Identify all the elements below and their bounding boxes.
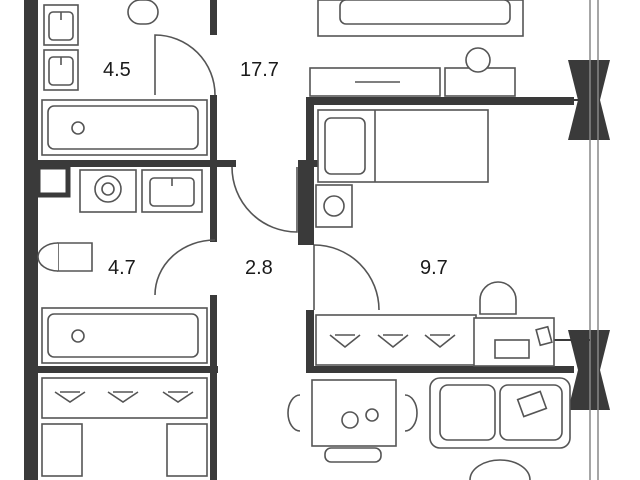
wardrobe-icon xyxy=(41,377,208,477)
area-bathroom-bottom: 4.7 xyxy=(108,257,136,279)
bathtub-icon xyxy=(41,307,208,364)
sink-icon xyxy=(141,169,203,213)
doors xyxy=(154,34,380,311)
desk-icon xyxy=(309,47,516,97)
door-bedroom xyxy=(313,244,380,311)
area-bedroom: 9.7 xyxy=(420,257,448,279)
shaft xyxy=(35,164,71,198)
sink-icon xyxy=(43,4,79,46)
washing-machine-icon xyxy=(315,184,353,228)
wall-bath-top-right-lower xyxy=(210,95,217,165)
wall-bath-top-bottom xyxy=(38,160,236,167)
area-bathroom-top: 4.5 xyxy=(103,59,131,81)
toilet-icon xyxy=(127,0,159,25)
area-living-room: 17.7 xyxy=(240,59,279,81)
wall-closet-right xyxy=(210,373,217,480)
wall-bedroom-left-upper xyxy=(306,97,314,245)
bed-icon xyxy=(317,109,489,183)
wall-bath-top-right xyxy=(210,0,217,35)
toilet-icon xyxy=(37,242,93,272)
desk-icon xyxy=(473,317,555,367)
washing-machine-icon xyxy=(79,169,137,213)
area-hallway: 2.8 xyxy=(245,257,273,279)
tv-inner xyxy=(339,0,511,25)
wardrobe-icon xyxy=(315,314,477,366)
walls xyxy=(24,0,610,480)
window-post-lower xyxy=(568,330,610,410)
wall-bedroom-bottom xyxy=(306,366,574,373)
door-hall xyxy=(231,166,298,233)
wall-left-outer xyxy=(24,0,38,480)
dining-table-icon xyxy=(287,379,418,463)
wall-bedroom-left xyxy=(298,160,306,245)
door-bath-top xyxy=(154,34,216,96)
door-bath-bottom xyxy=(154,239,216,296)
bathtub-icon xyxy=(41,99,208,156)
armchair-icon xyxy=(479,281,517,315)
sofa-icon xyxy=(429,377,571,480)
sink-icon xyxy=(43,49,79,91)
window-post-upper xyxy=(568,60,610,140)
furniture xyxy=(37,0,571,480)
wall-bath-bottom-right xyxy=(210,167,217,242)
wall-bath-bottom-bottom xyxy=(38,366,218,373)
wall-bedroom-right-stub xyxy=(306,310,314,373)
wall-bath-bottom-right-lower xyxy=(210,295,217,370)
